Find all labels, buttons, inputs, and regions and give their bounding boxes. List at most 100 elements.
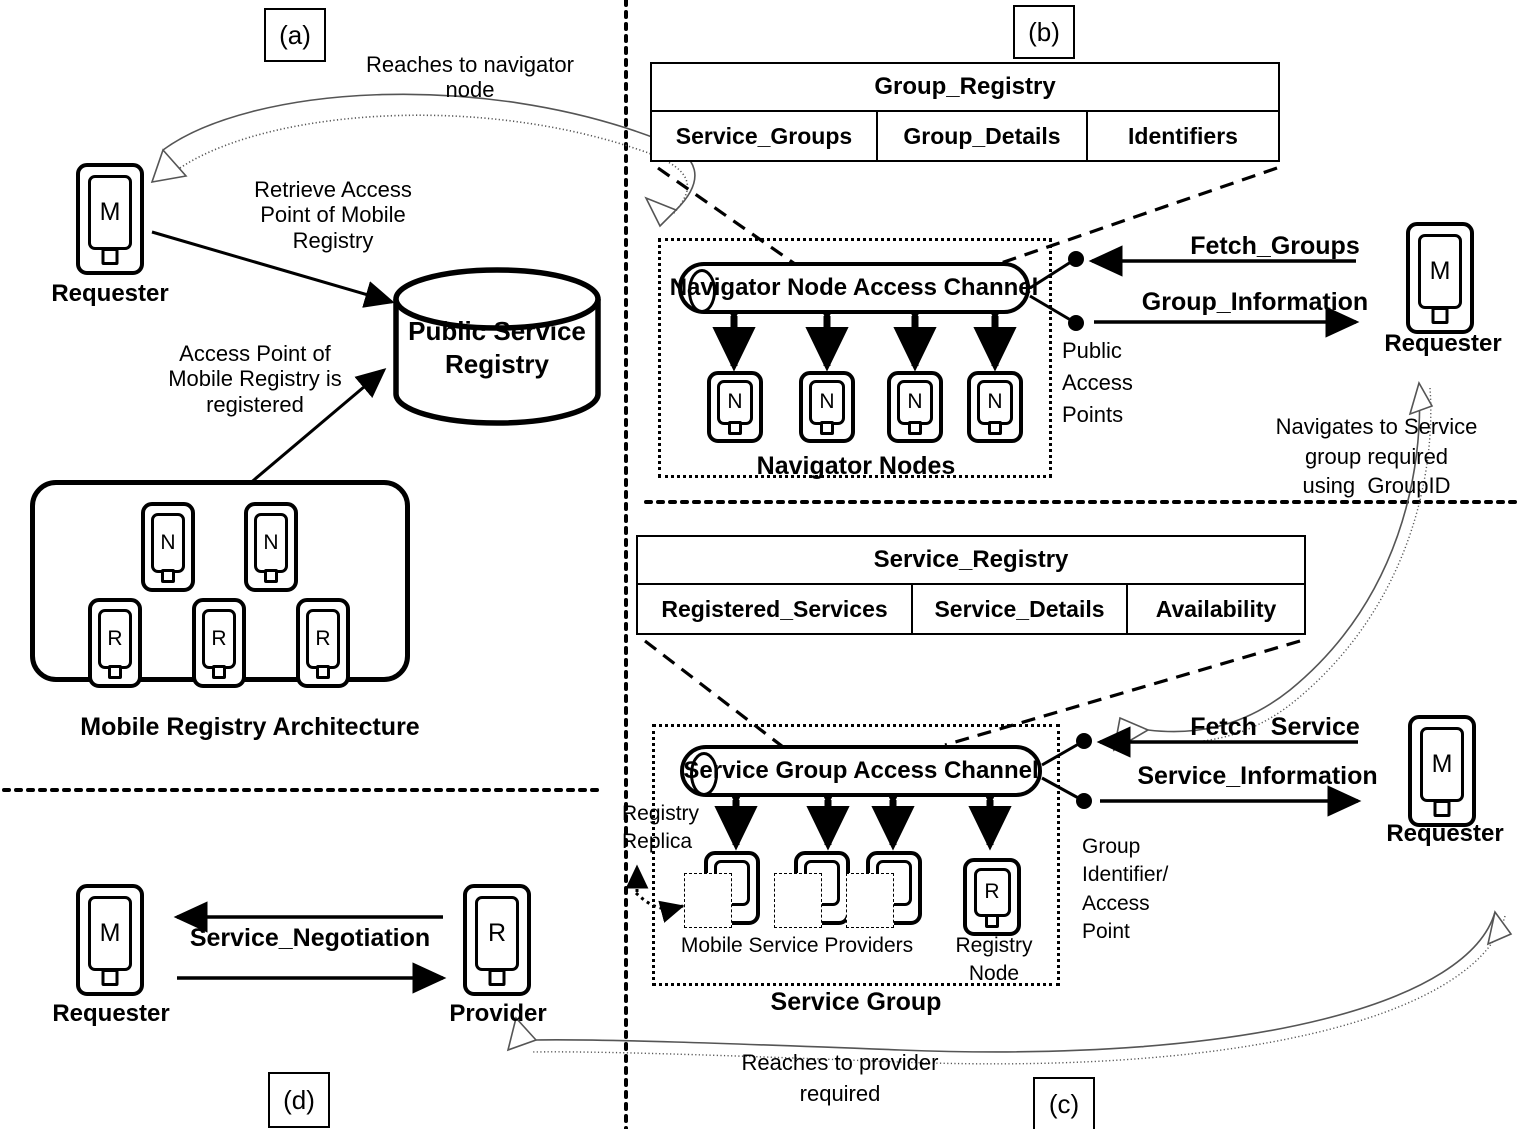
mobile-registry-registry-node-3: R — [296, 598, 350, 688]
requester-phone-b-screen: M — [1417, 234, 1463, 309]
requester-label-a: Requester — [51, 280, 169, 307]
fetch-service-label: Fetch Service — [1190, 713, 1360, 741]
panel-tag-c: (c) — [1033, 1077, 1095, 1129]
requester-phone-a-screen: M — [87, 175, 133, 250]
service-information-label: Service_Information — [1137, 762, 1378, 790]
service-group-registry-node-screen: R — [973, 867, 1011, 917]
service-group-box — [652, 724, 1060, 986]
requester-phone-c-home-button — [1433, 799, 1451, 817]
service-group-channel-cylinder-cap — [690, 752, 718, 796]
curved-arrow-reaches-provider-shadow — [531, 915, 1506, 1065]
group-registry-table: Group_Registry Service_Groups Group_Deta… — [650, 62, 1280, 162]
service-group-links — [714, 760, 1012, 851]
panel-tag-c-label: (c) — [1048, 1088, 1080, 1119]
fetch-groups-label: Fetch_Groups — [1190, 232, 1360, 260]
provider-phone-d-screen: R — [474, 896, 520, 971]
mobile-registry-registry-node-1-glyph: R — [107, 626, 123, 650]
navigator-node-4: N — [967, 371, 1023, 443]
requester-phone-d-glyph: M — [99, 919, 121, 948]
mobile-registry-registry-node-2-screen: R — [201, 608, 237, 669]
mobile-registry-registry-node-1-home-button — [108, 665, 122, 680]
public-service-registry-label: Public Service Registry — [408, 316, 586, 379]
navigator-node-1: N — [707, 371, 763, 443]
requester-phone-c-screen: M — [1419, 727, 1465, 802]
mobile-registry-navigator-node-2-home-button — [264, 569, 278, 584]
mobile-registry-registry-node-3-screen: R — [305, 608, 341, 669]
registry-replica-label: Registry Replica — [622, 802, 700, 854]
service-registry-columns: Registered_Services Service_Details Avai… — [638, 585, 1304, 633]
access-point-dot-b-bottom — [1068, 315, 1084, 331]
navigator-node-2-home-button — [820, 421, 834, 436]
leader-service-registry-left — [644, 639, 801, 762]
access-point-dot-c-top — [1076, 733, 1092, 749]
navigator-node-4-home-button — [988, 421, 1002, 436]
service-registry-table: Service_Registry Registered_Services Ser… — [636, 535, 1306, 635]
service-group-registry-node-glyph: R — [984, 880, 1000, 904]
mobile-registry-registry-node-1-screen: R — [97, 608, 133, 669]
leader-service-registry-right — [944, 639, 1301, 747]
access-point-dot-b-top — [1068, 251, 1084, 267]
service-group-access-channel: Service Group Access Channel — [680, 745, 1042, 797]
provider-label-d: Provider — [449, 1000, 547, 1027]
panel-tag-b: (b) — [1013, 5, 1075, 59]
navigator-node-3: N — [887, 371, 943, 443]
requester-phone-c: M — [1408, 715, 1476, 827]
navigator-node-2-screen: N — [809, 380, 845, 425]
connector-ap-top-b — [1029, 258, 1075, 290]
panel-tag-a-label: (a) — [279, 19, 311, 50]
requester-phone-d: M — [76, 884, 144, 996]
navigator-node-1-home-button — [728, 421, 742, 436]
mobile-service-providers-caption: Mobile Service Providers — [680, 934, 914, 957]
leader-group-registry-right — [974, 166, 1278, 274]
annotation-access-point-registered: Access Point of Mobile Registry is regis… — [168, 341, 342, 417]
curved-arrow-reaches-navigator — [176, 114, 689, 216]
service-provider-1-document — [684, 873, 732, 928]
requester-phone-a: M — [76, 163, 144, 275]
curved-arrow-navigates-service-group-head — [1408, 380, 1434, 416]
panel-tag-d: (d) — [268, 1072, 330, 1128]
curved-arrow-reaches-provider-body — [535, 911, 1496, 1053]
navigator-node-access-channel-label: Navigator Node Access Channel — [669, 274, 1039, 301]
mobile-registry-registry-node-1: R — [88, 598, 142, 688]
requester-phone-b-glyph: M — [1429, 257, 1451, 286]
mobile-registry-navigator-node-1: N — [141, 502, 195, 592]
navigator-channel-cylinder-cap — [688, 269, 716, 313]
annotation-reaches-provider: Reaches to provider required — [741, 1050, 939, 1106]
service-provider-2-document — [774, 873, 822, 928]
mobile-registry-registry-node-3-home-button — [316, 665, 330, 680]
navigator-node-1-glyph: N — [727, 390, 743, 414]
service-provider-3-document — [846, 873, 894, 928]
mobile-registry-navigator-node-1-home-button — [161, 569, 175, 584]
mobile-registry-registry-node-2-glyph: R — [211, 626, 227, 650]
connector-ap-top-c — [1041, 740, 1083, 767]
mobile-registry-navigator-node-1-glyph: N — [160, 530, 176, 554]
curved-arrow-reaches-navigator-body — [162, 93, 696, 211]
curved-arrow-reaches-provider-tip — [506, 1016, 538, 1052]
mobile-registry-architecture-caption: Mobile Registry Architecture — [80, 713, 420, 741]
requester-label-c: Requester — [1386, 820, 1504, 847]
mobile-registry-navigator-node-2: N — [244, 502, 298, 592]
public-service-registry-cylinder — [393, 267, 601, 426]
requester-label-d: Requester — [52, 1000, 170, 1027]
requester-phone-a-glyph: M — [99, 198, 121, 227]
annotation-retrieve-access-point: Retrieve Access Point of Mobile Registry — [254, 177, 412, 253]
requester-phone-c-glyph: M — [1431, 750, 1453, 779]
provider-phone-d-glyph: R — [487, 919, 507, 948]
connector-ap-bottom-c — [1041, 776, 1083, 802]
requester-phone-b: M — [1406, 222, 1474, 334]
service-group-registry-node: R — [963, 858, 1021, 936]
mobile-registry-navigator-node-1-screen: N — [150, 512, 186, 573]
arrow-registry-replica-right — [634, 891, 685, 923]
curved-arrow-reaches-provider-head — [1486, 910, 1513, 946]
navigator-node-3-glyph: N — [907, 390, 923, 414]
mobile-registry-registry-node-2-home-button — [212, 665, 226, 680]
panel-tag-d-label: (d) — [283, 1084, 315, 1115]
mobile-registry-navigator-node-2-glyph: N — [263, 530, 279, 554]
navigator-node-2-glyph: N — [819, 390, 835, 414]
navigator-nodes-group-box — [658, 238, 1052, 478]
service-registry-col-registered-services: Registered_Services — [638, 585, 913, 633]
service-group-caption: Service Group — [770, 988, 942, 1016]
group-registry-title: Group_Registry — [652, 64, 1278, 112]
service-registry-col-service-details: Service_Details — [913, 585, 1128, 633]
